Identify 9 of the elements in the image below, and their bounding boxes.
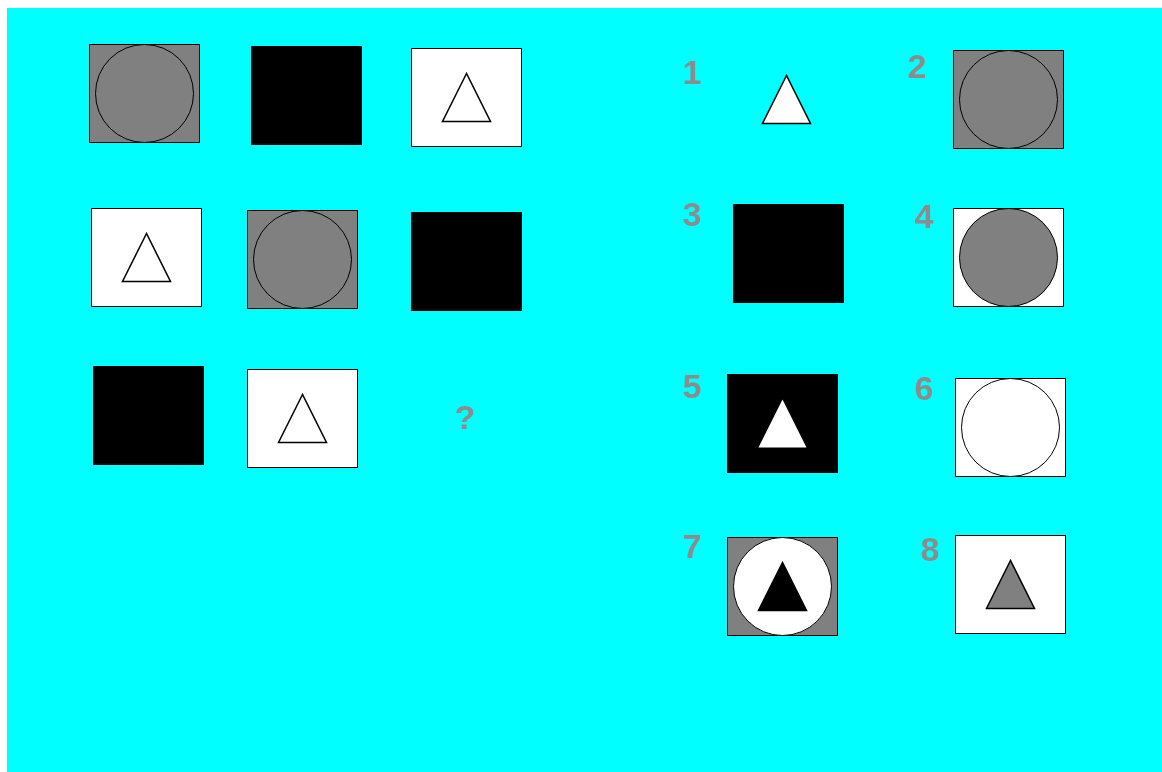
option-number: 4 (914, 199, 934, 233)
option-number: 6 (914, 371, 934, 405)
option-number: 8 (920, 532, 940, 566)
option-number: 5 (682, 369, 702, 403)
option-number: 2 (907, 49, 927, 83)
option-number: 7 (682, 529, 702, 563)
option-number: 3 (682, 197, 702, 231)
question-mark: ? (454, 400, 476, 434)
option-number: 1 (682, 55, 702, 89)
